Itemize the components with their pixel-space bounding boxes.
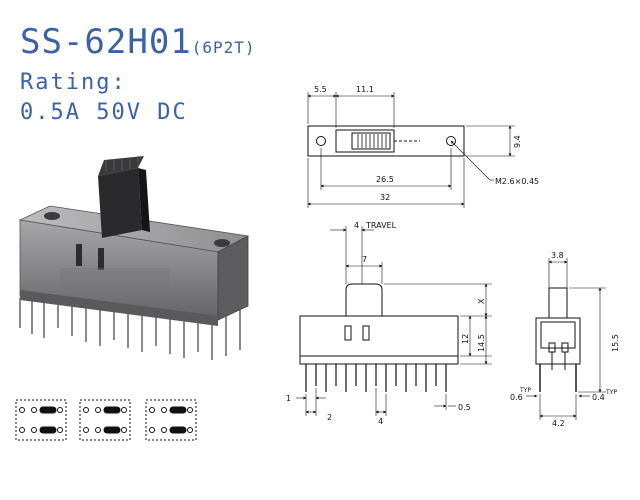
switch-pins: [19, 298, 241, 360]
dim-26-5-label: 26.5: [376, 175, 394, 184]
top-view-drawing: [307, 92, 515, 208]
dim-3-8-label: 3.8: [551, 251, 564, 260]
typ-right-label: TYP: [605, 389, 617, 396]
dim-4-bottom-label: 4: [378, 417, 383, 426]
contact-schematic: [15, 399, 197, 441]
dim-9-4-label: 9.4: [513, 135, 522, 148]
travel-dim-label: 4: [354, 221, 359, 230]
dim-14-5-label: 14.5: [477, 334, 486, 352]
dim-32-label: 32: [380, 193, 390, 202]
typ-left-label: TYP: [519, 387, 531, 394]
front-view-drawing: [296, 226, 492, 416]
dim-0-4-label: 0.4: [592, 393, 605, 402]
dim-5-5-label: 5.5: [314, 85, 327, 94]
dim-x-label: X: [477, 298, 486, 304]
contact-group-2: [79, 399, 131, 441]
dim-0-5-label: 0.5: [458, 403, 471, 412]
dim-1-label: 1: [286, 394, 291, 403]
switch-photo: [18, 156, 250, 360]
travel-label: TRAVEL: [365, 221, 397, 230]
rating-value: 0.5A 50V DC: [20, 100, 188, 125]
dim-11-1-label: 11.1: [356, 85, 374, 94]
slide-actuator: [98, 156, 150, 238]
dim-4-2-label: 4.2: [552, 419, 565, 428]
pole-config: (6P2T): [191, 38, 256, 57]
mount-hole-right: [214, 239, 230, 247]
mount-hole-left: [44, 212, 60, 220]
model-number: SS-62H01: [20, 22, 192, 62]
side-view-drawing: [526, 258, 606, 420]
contact-group-3: [145, 399, 197, 441]
contact-group-1: [15, 399, 67, 441]
dim-12-label: 12: [461, 334, 470, 344]
model-title: SS-62H01(6P2T): [20, 22, 256, 62]
dim-0-6-label: 0.6: [510, 393, 523, 402]
dim-2-label: 2: [327, 413, 332, 422]
dim-7-label: 7: [362, 255, 367, 264]
dim-15-5-label: 15.5: [611, 334, 620, 352]
thread-spec-label: M2.6×0.45: [495, 177, 539, 186]
rating-label: Rating:: [20, 70, 127, 95]
